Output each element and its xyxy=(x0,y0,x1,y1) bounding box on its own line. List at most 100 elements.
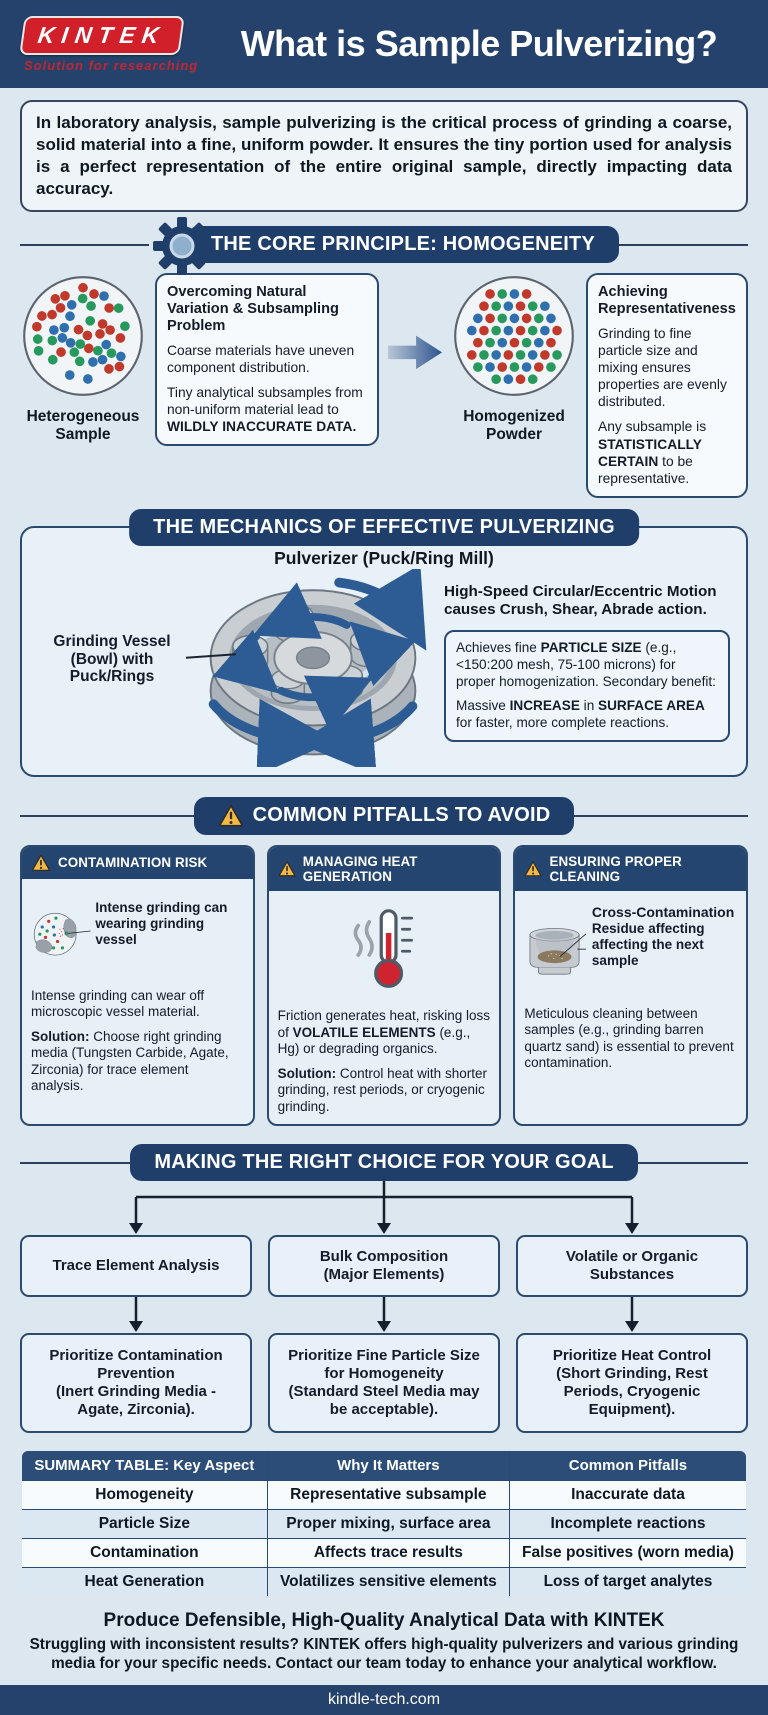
heat-generation-card: MANAGING HEAT GENERATION xyxy=(266,844,502,1127)
particle-size-text: Achieves fine PARTICLE SIZE (e.g., <150:… xyxy=(456,640,716,690)
flow-connector-mid xyxy=(129,1297,639,1333)
action-row: Prioritize Contamination Prevention (Ine… xyxy=(20,1333,748,1434)
surface-area-text: Massive INCREASE in SURFACE AREA for fas… xyxy=(456,698,705,731)
variation-card-p1: Coarse materials have uneven component d… xyxy=(167,342,355,375)
variation-card-p2: Tiny analytical subsamples from non-unif… xyxy=(167,384,363,435)
summary-col-key-aspect: SUMMARY TABLE: Key Aspect xyxy=(22,1451,268,1482)
contamination-risk-body: Intense grinding can wearing grinding ve… xyxy=(22,879,253,1104)
contamination-callout: Intense grinding can wearing grinding ve… xyxy=(95,899,228,948)
divider xyxy=(20,243,149,246)
particle-size-card: Achieves fine PARTICLE SIZE (e.g., <150:… xyxy=(444,630,730,743)
proper-cleaning-header: ENSURING PROPER CLEANING xyxy=(515,846,746,891)
variation-card-title: Overcoming Natural Variation & Subsampli… xyxy=(167,284,339,334)
divider xyxy=(637,1161,749,1164)
kintek-logo-tagline: Solution for researching xyxy=(24,57,199,73)
homogenized-powder-label: Homogenized Powder xyxy=(463,408,565,444)
heterogeneous-sample: Heterogeneous Sample xyxy=(20,273,146,444)
page-body: In laboratory analysis, sample pulverizi… xyxy=(0,88,768,1673)
website-link[interactable]: kindle-tech.com xyxy=(327,1691,441,1709)
summary-col-why-it-matters: Why It Matters xyxy=(266,1451,510,1482)
core-heading-pill: THE CORE PRINCIPLE: HOMOGENEITY xyxy=(153,217,620,276)
contamination-risk-card: CONTAMINATION RISK xyxy=(20,844,255,1127)
residue-label: Residue affecting affecting the next sam… xyxy=(591,920,705,968)
cta-headline: Produce Defensible, High-Quality Analyti… xyxy=(103,1610,665,1632)
homogenized-powder: Homogenized Powder xyxy=(451,273,577,444)
pitfalls-section-header: COMMON PITFALLS TO AVOID xyxy=(20,796,749,835)
heat-generation-header: MANAGING HEAT GENERATION xyxy=(268,846,500,891)
page-title: What is Sample Pulverizing? xyxy=(240,23,718,64)
thermometer-icon xyxy=(353,908,413,988)
divider xyxy=(20,814,194,817)
action-heat-control: Prioritize Heat Control (Short Grinding,… xyxy=(516,1333,748,1434)
goal-volatile-organic: Volatile or Organic Substances xyxy=(516,1235,748,1298)
goal-row: Trace Element Analysis Bulk Composition … xyxy=(20,1235,748,1298)
core-section-header: THE CORE PRINCIPLE: HOMOGENEITY xyxy=(20,217,749,276)
worn-vessel-illustration xyxy=(33,912,91,956)
proper-cleaning-card: ENSURING PROPER CLEANING xyxy=(513,844,748,1127)
header: KINTEK Solution for researching What is … xyxy=(0,0,768,88)
flow-connector-top xyxy=(129,1181,639,1235)
mechanics-heading: THE MECHANICS OF EFFECTIVE PULVERIZING xyxy=(153,515,615,538)
warning-icon xyxy=(31,854,51,871)
kintek-logo-text: KINTEK xyxy=(36,21,168,48)
cleaning-callout: Cross-Contamination Residue affecting af… xyxy=(592,904,737,969)
gear-icon xyxy=(151,215,213,283)
homogenized-powder-illustration xyxy=(454,276,574,397)
cleaning-p1: Meticulous cleaning between samples (e.g… xyxy=(524,1005,734,1071)
pitfall-cards: CONTAMINATION RISK xyxy=(20,844,748,1127)
contamination-risk-header: CONTAMINATION RISK xyxy=(22,846,253,879)
divider xyxy=(619,243,749,246)
summary-table-header-row: SUMMARY TABLE: Key Aspect Why It Matters… xyxy=(22,1451,746,1482)
cta-body: Struggling with inconsistent results? KI… xyxy=(29,1636,739,1673)
summary-table: SUMMARY TABLE: Key Aspect Why It Matters… xyxy=(20,1449,748,1599)
goal-trace-elements: Trace Element Analysis xyxy=(20,1235,252,1298)
action-fine-particle-size: Prioritize Fine Particle Size for Homoge… xyxy=(268,1333,500,1434)
action-contamination-prevention: Prioritize Contamination Prevention (Ine… xyxy=(20,1333,252,1434)
footer-bar: kindle-tech.com xyxy=(0,1685,768,1715)
cross-contamination-label: Cross-Contamination xyxy=(591,903,735,920)
contamination-p1: Intense grinding can wear off microscopi… xyxy=(31,987,205,1020)
choice-heading-pill: MAKING THE RIGHT CHOICE FOR YOUR GOAL xyxy=(130,1144,638,1182)
heat-solution: Solution: Control heat with shorter grin… xyxy=(277,1065,487,1114)
mechanics-section: THE MECHANICS OF EFFECTIVE PULVERIZING P… xyxy=(20,508,748,777)
mechanics-heading-pill: THE MECHANICS OF EFFECTIVE PULVERIZING xyxy=(129,508,639,546)
kintek-logo-box: KINTEK xyxy=(19,15,185,55)
pulverizer-illustration xyxy=(208,568,427,767)
variation-card: Overcoming Natural Variation & Subsampli… xyxy=(155,273,379,447)
choice-flowchart: Trace Element Analysis Bulk Composition … xyxy=(20,1181,748,1434)
heat-p1: Friction generates heat, risking loss of… xyxy=(277,1008,491,1057)
mechanics-content: Grinding Vessel (Bowl) with Puck/Rings xyxy=(36,568,732,767)
representativeness-card: Achieving Representativeness Grinding to… xyxy=(586,273,748,498)
divider xyxy=(20,1161,131,1164)
pitfalls-heading: COMMON PITFALLS TO AVOID xyxy=(252,804,551,827)
warning-icon xyxy=(218,804,243,827)
core-content: Heterogeneous Sample Overcoming Natural … xyxy=(20,273,748,498)
proper-cleaning-body: Cross-Contamination Residue affecting af… xyxy=(515,891,746,1081)
goal-bulk-composition: Bulk Composition (Major Elements) xyxy=(268,1235,500,1298)
heat-generation-body: Friction generates heat, risking loss of… xyxy=(269,891,500,1124)
mechanics-right-column: High-Speed Circular/Eccentric Motion cau… xyxy=(438,569,732,743)
core-heading: THE CORE PRINCIPLE: HOMOGENEITY xyxy=(211,233,596,256)
intro-text: In laboratory analysis, sample pulverizi… xyxy=(20,100,748,213)
motion-label: High-Speed Circular/Eccentric Motion cau… xyxy=(444,582,717,619)
heterogeneous-sample-label: Heterogeneous Sample xyxy=(26,408,140,444)
pulverizer-subtitle: Pulverizer (Puck/Ring Mill) xyxy=(274,547,494,568)
choice-heading: MAKING THE RIGHT CHOICE FOR YOUR GOAL xyxy=(154,1151,614,1174)
summary-col-common-pitfalls: Common Pitfalls xyxy=(508,1451,746,1482)
right-arrow-icon xyxy=(388,335,442,370)
representativeness-card-title: Achieving Representativeness xyxy=(598,284,736,318)
residue-vessel-illustration xyxy=(529,927,587,975)
choice-section-header: MAKING THE RIGHT CHOICE FOR YOUR GOAL xyxy=(20,1144,749,1182)
warning-icon xyxy=(524,861,542,877)
representativeness-card-p1: Grinding to fine particle size and mixin… xyxy=(598,325,727,410)
warning-icon xyxy=(278,861,296,877)
contamination-solution: Solution: Choose right grinding media (T… xyxy=(31,1028,229,1094)
representativeness-card-p2: Any subsample is STATISTICALLY CERTAIN t… xyxy=(598,419,707,486)
pitfalls-heading-pill: COMMON PITFALLS TO AVOID xyxy=(193,796,575,835)
heterogeneous-sample-illustration xyxy=(23,276,143,397)
grinding-vessel-label: Grinding Vessel (Bowl) with Puck/Rings xyxy=(36,633,237,686)
